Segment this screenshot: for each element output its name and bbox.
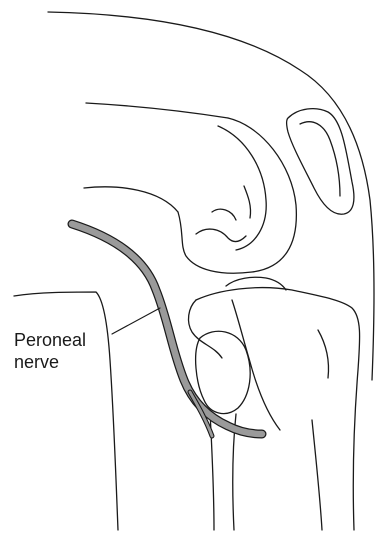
femur-lower-edge [84, 187, 178, 212]
tibia-shaft-right [312, 420, 322, 530]
patella [287, 109, 354, 215]
thigh-outline [48, 12, 374, 380]
tibia-tubercle [318, 330, 329, 378]
tibia-front-edge [189, 300, 222, 358]
condyle-detail-3 [212, 209, 236, 220]
condyle-detail-4 [244, 186, 251, 218]
condyle-detail-1 [218, 126, 266, 250]
peroneal-nerve-label: Peroneal nerve [14, 329, 124, 373]
tibia-detail [232, 300, 280, 430]
tibial-plateau [196, 288, 360, 530]
calf-outline [14, 292, 118, 530]
patella-inner [300, 122, 340, 196]
label-line-1: Peroneal [14, 329, 124, 351]
femur-upper-edge [86, 103, 228, 118]
label-line-2: nerve [14, 351, 124, 373]
condyle-detail-2 [196, 229, 246, 242]
